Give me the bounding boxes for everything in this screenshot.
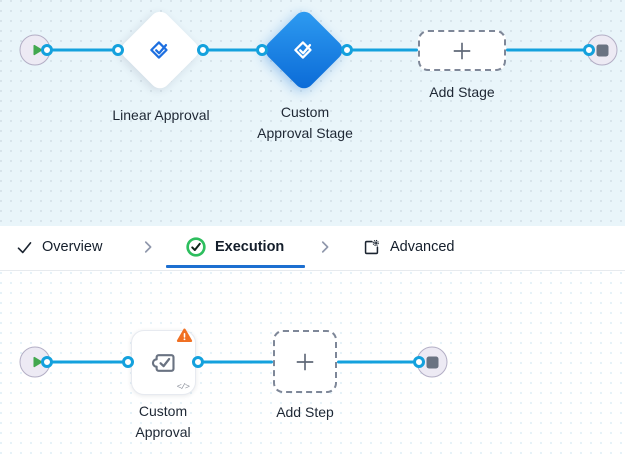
play-icon xyxy=(32,356,42,368)
stop-icon xyxy=(596,44,608,56)
connector-dot[interactable] xyxy=(41,356,53,368)
active-tab-underline xyxy=(166,265,305,268)
add-step-label: Add Step xyxy=(276,404,334,420)
approval-check-icon xyxy=(294,41,312,59)
tab-execution[interactable]: Execution xyxy=(186,226,284,268)
check-circle-icon xyxy=(186,237,206,257)
add-stage-label: Add Stage xyxy=(429,84,495,100)
connector-dot[interactable] xyxy=(122,356,134,368)
chevron-right-icon xyxy=(139,238,157,256)
page-gear-icon xyxy=(364,239,379,254)
approval-check-icon xyxy=(150,41,168,59)
play-icon xyxy=(32,44,42,56)
add-step-button[interactable] xyxy=(273,330,337,393)
stage-node-custom-approval-stage[interactable] xyxy=(261,7,347,93)
step-node-label: Custom Approval xyxy=(135,403,191,440)
tab-advanced[interactable]: Advanced xyxy=(362,226,455,268)
add-stage-button[interactable] xyxy=(418,30,506,71)
step-canvas[interactable]: </> Custom Approval Add Step xyxy=(0,271,625,461)
flow-connection-line xyxy=(203,48,262,52)
stage-node-label: Linear Approval xyxy=(112,107,210,123)
tab-label: Execution xyxy=(215,239,285,255)
connector-dot[interactable] xyxy=(413,356,425,368)
connector-dot[interactable] xyxy=(583,44,595,56)
tab-label: Advanced xyxy=(390,239,455,255)
flow-connection-line xyxy=(47,48,118,52)
flow-connection-line xyxy=(506,48,589,52)
connector-dot[interactable] xyxy=(256,44,268,56)
check-icon xyxy=(17,241,32,253)
stop-icon xyxy=(426,356,438,368)
tab-bar: Overview Execution Advanc xyxy=(0,226,625,271)
stage-node-linear-approval[interactable] xyxy=(117,7,203,93)
tab-overview[interactable]: Overview xyxy=(16,226,102,268)
flow-start-node[interactable] xyxy=(19,346,51,378)
puzzle-check-icon xyxy=(151,353,175,372)
connector-dot[interactable] xyxy=(112,44,124,56)
connector-dot[interactable] xyxy=(197,44,209,56)
flow-connection-line xyxy=(337,360,419,364)
connector-dot[interactable] xyxy=(341,44,353,56)
code-icon: </> xyxy=(176,382,190,392)
connector-dot[interactable] xyxy=(192,356,204,368)
tab-label: Overview xyxy=(42,239,103,255)
flow-connection-line xyxy=(47,360,128,364)
flow-connection-line xyxy=(198,360,273,364)
connector-dot[interactable] xyxy=(41,44,53,56)
flow-connection-line xyxy=(347,48,418,52)
stage-node-label: Custom Approval Stage xyxy=(257,104,353,141)
step-node-custom-approval[interactable]: </> xyxy=(131,327,196,395)
plus-icon xyxy=(453,42,471,59)
stage-canvas[interactable]: Linear Approval Custom Approval Stage Ad… xyxy=(0,0,625,226)
warning-icon[interactable] xyxy=(176,327,193,344)
chevron-right-icon xyxy=(316,238,334,256)
plus-icon xyxy=(296,353,314,370)
